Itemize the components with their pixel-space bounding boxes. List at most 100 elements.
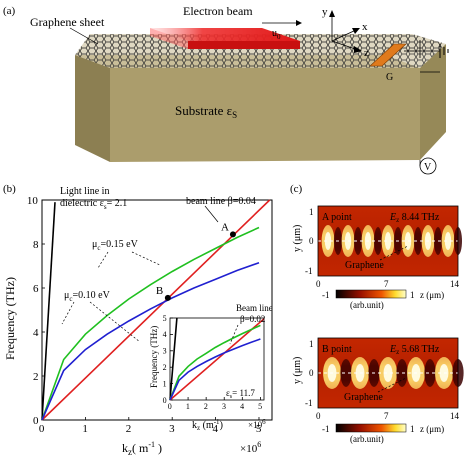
main-ytick-label: 8 — [33, 239, 39, 251]
mu-015-pointer-2 — [131, 251, 161, 266]
inset-beam-line-label-2: β=0.02 — [240, 314, 265, 324]
inset-xtick-label: 2 — [204, 402, 208, 411]
mu-010-pointer — [89, 301, 141, 343]
panel-a: (a) V Graphene sheet Electron beam u0 — [3, 4, 449, 175]
colorbar-bottom — [335, 423, 407, 433]
inset-xtick-label: 3 — [222, 402, 226, 411]
light-line-label-2: dielectric εs= 2.1 — [60, 198, 127, 211]
graphene-hex-lattice — [75, 34, 446, 68]
main-ytick-label: 4 — [33, 327, 39, 339]
inset-series-line-0 — [169, 317, 178, 401]
axis-y-label: y — [322, 6, 328, 18]
main-x-exponent: ×106 — [240, 440, 261, 455]
voltage-source-icon — [419, 157, 437, 175]
inset-ytick-label: 5 — [163, 314, 167, 323]
inset-xlabel: kz (m-1) — [192, 418, 223, 432]
graphene-pointer-bottom — [377, 377, 407, 393]
voltage-label: V — [424, 162, 432, 173]
main-plot-frame — [41, 199, 273, 421]
axis-y-arrowhead-icon — [329, 10, 335, 17]
xtick-top-0: 0 — [316, 279, 321, 289]
inset-x-exponent: ×106 — [248, 418, 266, 430]
panel-b-label: (b) — [3, 183, 16, 195]
electron-beam-label: Electron beam — [183, 4, 253, 18]
panel-a-label: (a) — [3, 5, 16, 17]
main-series-line-0 — [41, 202, 56, 421]
inset-ytick-label: 1 — [163, 379, 167, 388]
inset-series-line-2 — [169, 324, 261, 401]
inset-xtick-label: 4 — [240, 402, 244, 411]
point-a-label: A point — [322, 212, 352, 223]
graphene-pointer-top — [379, 245, 409, 261]
field-map-bottom-frame — [317, 337, 459, 409]
axis-z-label: z — [364, 47, 369, 59]
ytick-bottom-0: 0 — [309, 368, 314, 378]
inset-ylabel: Frequency (THz) — [149, 326, 159, 388]
cbar-min-top: -1 — [322, 290, 330, 300]
substrate-left-face — [75, 55, 110, 162]
inset-series — [169, 317, 265, 401]
freq-b-label: Ez 5.68 THz — [389, 344, 440, 356]
gate-electrode — [369, 43, 407, 67]
point-b-label: B point — [322, 344, 352, 355]
electron-beam-front — [188, 41, 300, 49]
main-ytick-label: 0 — [33, 415, 39, 427]
ytick-top-1: 1 — [309, 207, 314, 217]
substrate-right-face — [420, 44, 446, 160]
beam-line-label: beam line β=0.04 — [186, 196, 256, 207]
xlabel-bottom: z (μm) — [420, 424, 444, 434]
velocity-label: u0 — [272, 28, 281, 41]
ytick-bottom-m1: -1 — [305, 398, 313, 408]
main-xtick-label: 2 — [126, 423, 132, 435]
main-series-line-3 — [41, 261, 260, 421]
main-xtick-label: 4 — [213, 423, 219, 435]
xtick-bottom-7: 7 — [384, 411, 389, 421]
main-ytick-label: 2 — [33, 371, 39, 383]
inset-xtick-label: 0 — [168, 402, 172, 411]
substrate-label: Substrate εS — [175, 103, 237, 120]
inset-xtick-label: 1 — [186, 402, 190, 411]
inset-ytick-label: 4 — [163, 330, 167, 339]
mu-015-pointer — [97, 251, 109, 269]
xtick-bottom-0: 0 — [316, 411, 321, 421]
cbar-max-top: 1 — [410, 290, 415, 300]
ytick-top-m1: -1 — [305, 266, 313, 276]
graphene-sheet-label: Graphene sheet — [30, 15, 105, 29]
substrate-front-face — [110, 68, 420, 162]
light-line-label-1: Light line in — [60, 186, 109, 197]
freq-a-label: Ez 8.44 THz — [389, 212, 440, 224]
point-b-marker — [164, 294, 171, 301]
axis-x-label: x — [362, 21, 368, 33]
axis-x-arrowhead-icon — [352, 28, 360, 34]
cbar-max-bottom: 1 — [410, 424, 415, 434]
mu-015-label: μc=0.15 eV — [92, 239, 139, 252]
main-xtick-label: 3 — [169, 423, 175, 435]
ytick-bottom-1: 1 — [309, 339, 314, 349]
inset-series-line-3 — [169, 338, 261, 401]
field-map-top: A point Ez 8.44 THz Graphene y (μm) 1 0 … — [292, 205, 462, 310]
cbar-unit-top: (arb.unit) — [350, 300, 384, 310]
inset-beam-pointer — [229, 324, 239, 345]
graphene-label-bottom: Graphene — [344, 392, 383, 403]
point-a-label: A — [221, 221, 229, 233]
xtick-top-7: 7 — [384, 279, 389, 289]
mu-010-label: μc=0.10 eV — [64, 290, 111, 303]
main-series-line-2 — [41, 226, 260, 421]
main-xlabel: kz( m-1 ) — [122, 440, 162, 457]
mu-010-pointer-2 — [61, 301, 75, 325]
graphene-label-top: Graphene — [345, 260, 384, 271]
main-ylabel: Frequency (THz) — [3, 277, 17, 360]
ytick-top-0: 0 — [309, 236, 314, 246]
graphene-pointer — [69, 27, 99, 45]
colorbar-top — [335, 289, 407, 299]
electron-beam-side — [150, 28, 188, 49]
inset-ytick-label: 2 — [163, 363, 167, 372]
axis-x-line — [331, 29, 357, 42]
inset-series-line-1 — [169, 318, 265, 401]
axis-z-line — [331, 40, 359, 51]
main-xtick-label: 1 — [82, 423, 88, 435]
field-map-top-frame — [317, 205, 459, 277]
